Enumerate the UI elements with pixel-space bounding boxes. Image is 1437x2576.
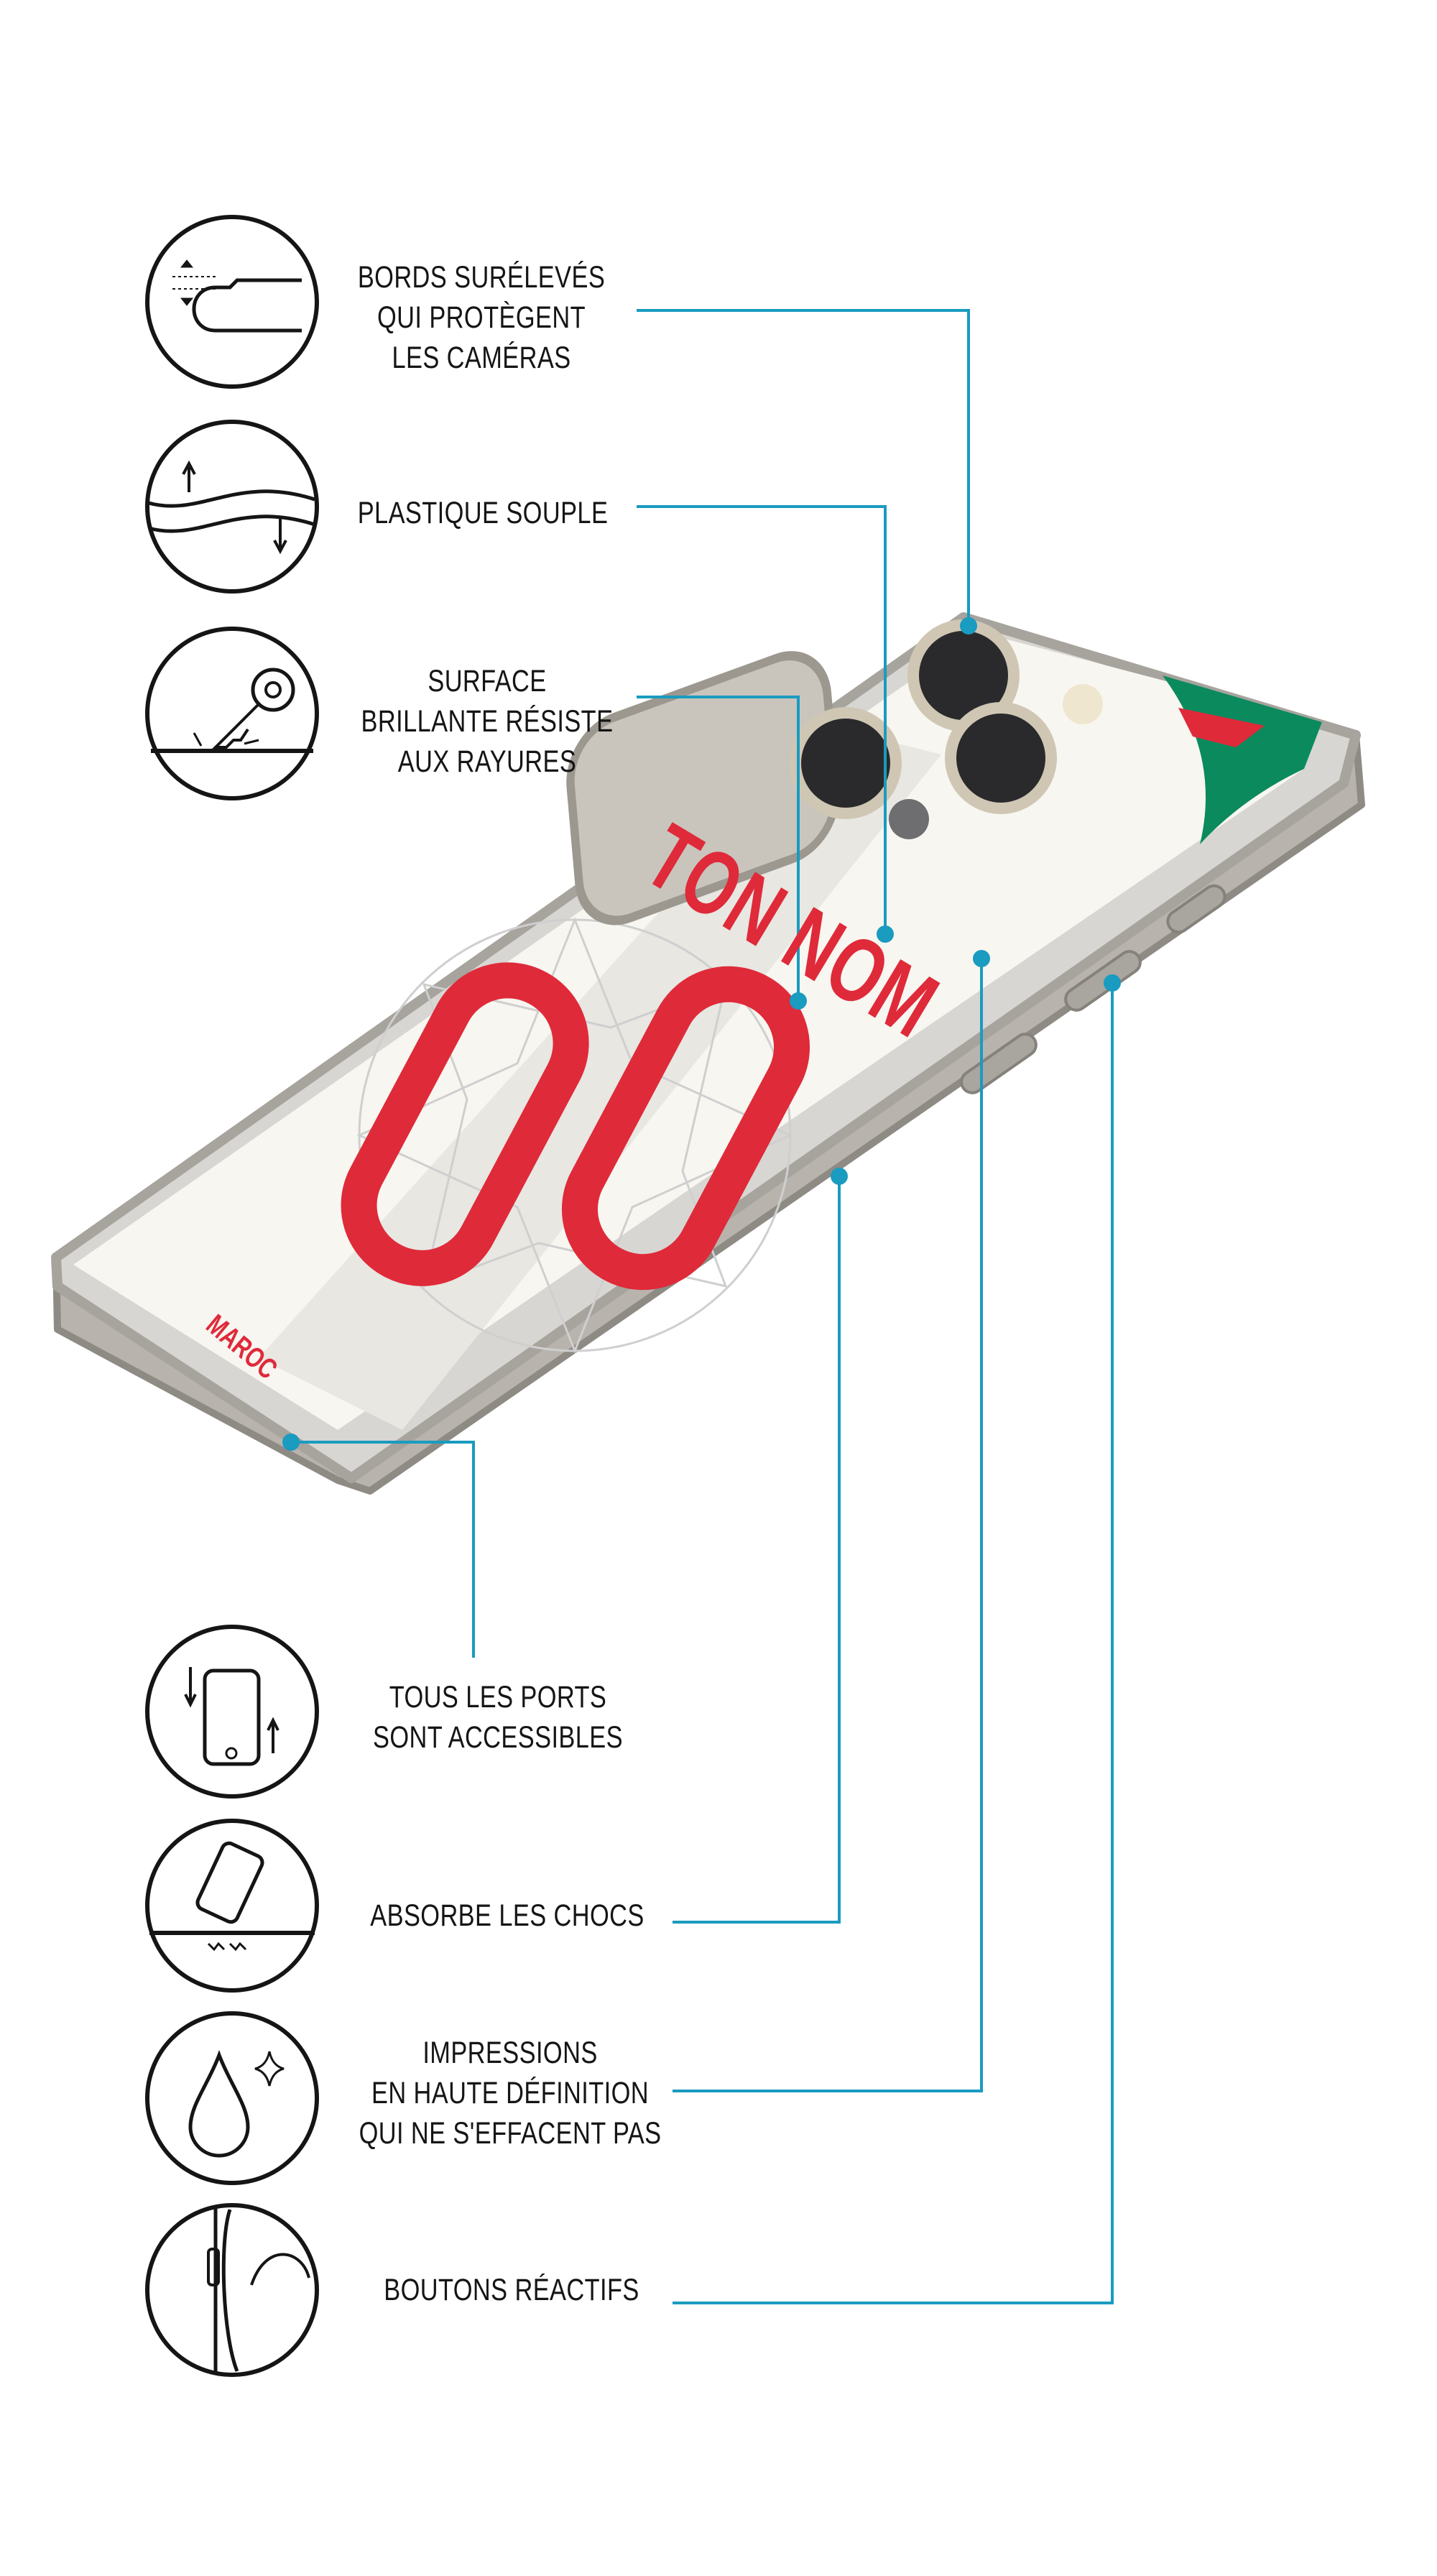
phone-case xyxy=(51,612,1365,1495)
label-line: QUI NE S'EFFACENT PAS xyxy=(359,2116,662,2151)
label-line: LES CAMÉRAS xyxy=(392,341,571,375)
geometric-pattern xyxy=(356,916,793,1354)
label-line: PLASTIQUE SOUPLE xyxy=(357,496,609,530)
raised-edge-icon xyxy=(145,215,319,389)
scratch-key-icon xyxy=(145,627,319,800)
water-drop-icon xyxy=(145,2011,319,2185)
lidar xyxy=(889,799,929,839)
label-line: BRILLANTE RÉSISTE xyxy=(361,704,614,739)
feature-label-shock: ABSORBE LES CHOCS xyxy=(335,1896,680,1936)
label-line: ABSORBE LES CHOCS xyxy=(370,1898,644,1933)
shock-phone-icon xyxy=(145,1819,319,1993)
label-line: QUI PROTÈGENT xyxy=(377,300,586,335)
label-line: IMPRESSIONS xyxy=(422,2036,598,2070)
label-line: SONT ACCESSIBLES xyxy=(373,1720,623,1755)
feature-label-ports: TOUS LES PORTS SONT ACCESSIBLES xyxy=(325,1677,670,1758)
lens xyxy=(790,707,902,819)
side-buttons xyxy=(960,884,1226,1094)
label-line: TOUS LES PORTS xyxy=(389,1680,607,1714)
label-line: BORDS SURÉLEVÉS xyxy=(357,260,606,295)
side-buttons-icon xyxy=(145,2203,319,2377)
label-line: SURFACE xyxy=(428,664,547,698)
label-line: EN HAUTE DÉFINITION xyxy=(371,2076,650,2110)
feature-label-flexible-plastic: PLASTIQUE SOUPLE xyxy=(310,493,655,533)
label-line: AUX RAYURES xyxy=(397,744,577,779)
label-line: BOUTONS RÉACTIFS xyxy=(384,2273,639,2307)
number-zero-1 xyxy=(341,962,589,1286)
feature-label-raised-edges: BORDS SURÉLEVÉS QUI PROTÈGENT LES CAMÉRA… xyxy=(309,257,654,378)
leader-lines xyxy=(291,309,1114,2304)
camera-bump xyxy=(566,619,1103,925)
phone-ports-icon xyxy=(145,1625,319,1799)
leader-dots xyxy=(282,617,1121,1451)
number-zero-2 xyxy=(561,966,810,1291)
feature-label-hd-print: IMPRESSIONS EN HAUTE DÉFINITION QUI NE S… xyxy=(338,2033,683,2153)
flexible-plastic-icon xyxy=(145,420,319,594)
flash xyxy=(1063,684,1103,724)
flag-red-stripe xyxy=(1178,708,1265,747)
lens xyxy=(945,702,1057,814)
feature-label-scratch-resistant: SURFACE BRILLANTE RÉSISTE AUX RAYURES xyxy=(315,661,660,782)
feature-label-buttons: BOUTONS RÉACTIFS xyxy=(339,2270,684,2310)
